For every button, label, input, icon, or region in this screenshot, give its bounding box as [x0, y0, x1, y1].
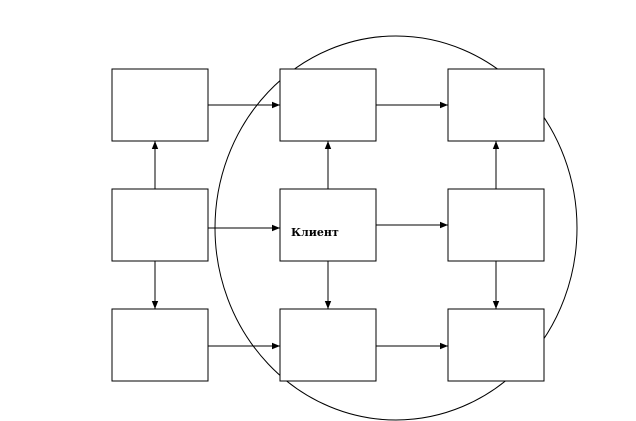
node-r1c1 — [111, 68, 209, 142]
node-box-r3c3 — [447, 308, 545, 382]
node-box-r3c1 — [111, 308, 209, 382]
node-r3c1 — [111, 308, 209, 382]
node-label-r2c2: Клиент — [291, 226, 339, 239]
node-box-r3c2 — [279, 308, 377, 382]
node-box-r1c2 — [279, 68, 377, 142]
node-r2c3 — [447, 188, 545, 262]
node-r1c2 — [279, 68, 377, 142]
node-box-r2c1 — [111, 188, 209, 262]
node-r1c3 — [447, 68, 545, 142]
edges-layer — [151, 101, 500, 350]
node-box-r1c3 — [447, 68, 545, 142]
node-r3c2 — [279, 308, 377, 382]
node-r2c2: Клиент — [279, 188, 377, 262]
node-box-r2c2 — [279, 188, 377, 262]
node-box-r1c1 — [111, 68, 209, 142]
nodes-layer: Клиент — [111, 68, 545, 382]
node-box-r2c3 — [447, 188, 545, 262]
node-r2c1 — [111, 188, 209, 262]
node-r3c3 — [447, 308, 545, 382]
